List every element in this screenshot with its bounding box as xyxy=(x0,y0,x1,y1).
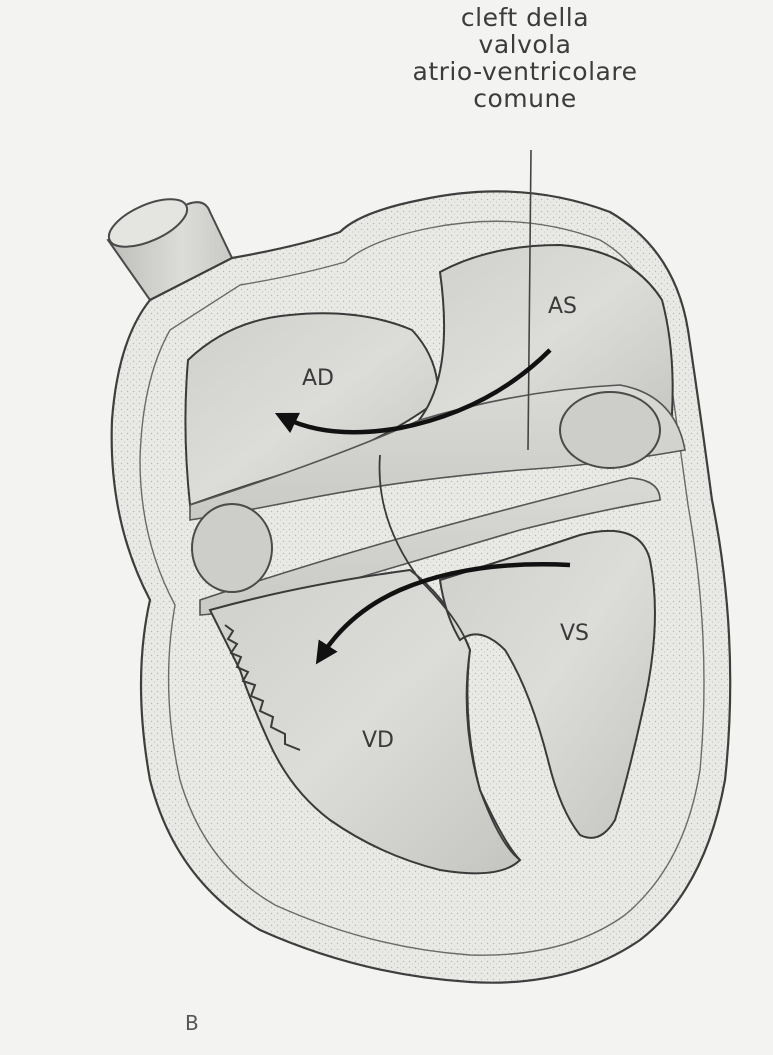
label-right-atrium: AD xyxy=(302,366,334,391)
label-right-ventricle: VD xyxy=(362,728,394,753)
panel-letter: B xyxy=(185,1011,199,1035)
label-left-ventricle: VS xyxy=(560,621,589,646)
valve-cusp-left xyxy=(192,504,272,592)
valve-cusp-right xyxy=(560,392,660,468)
label-left-atrium: AS xyxy=(548,294,577,319)
